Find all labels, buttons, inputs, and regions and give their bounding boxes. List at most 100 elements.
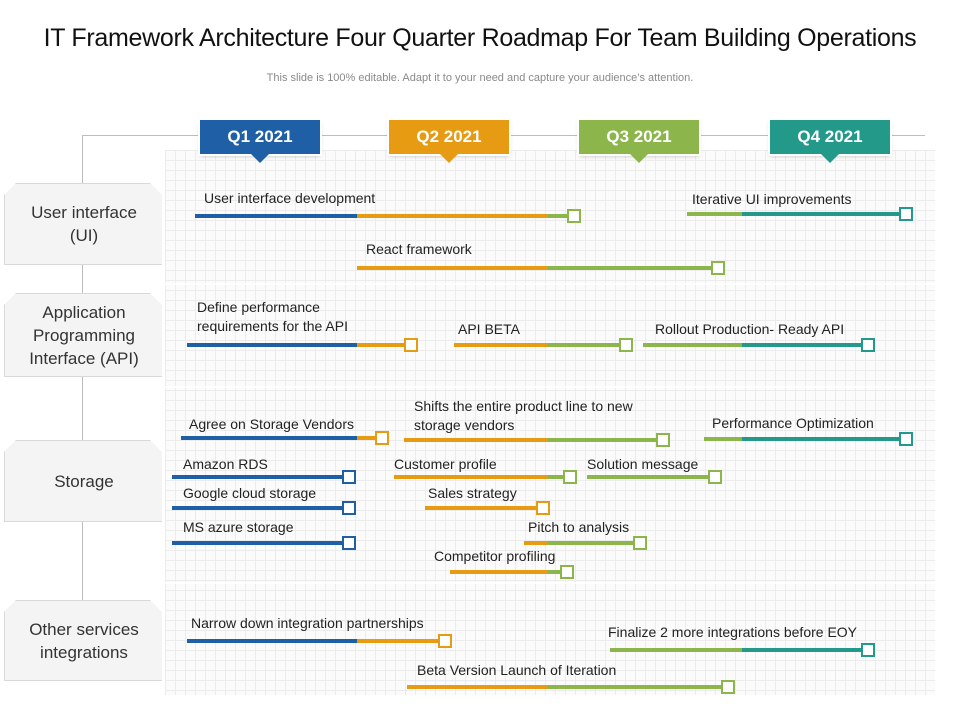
milestone-end-marker (342, 536, 356, 550)
task-bar (394, 470, 577, 484)
task-bar-segment (742, 648, 868, 652)
task-bar (357, 261, 725, 275)
task-label: Amazon RDS (183, 456, 268, 472)
milestone-end-marker (861, 338, 875, 352)
task-label: Beta Version Launch of Iteration (417, 662, 617, 678)
milestone-end-marker (861, 643, 875, 657)
task-bar-segment (357, 343, 411, 347)
band-separator (165, 386, 935, 388)
task-bar-segment (187, 639, 357, 643)
page-subtitle: This slide is 100% editable. Adapt it to… (266, 72, 694, 84)
task-label: Google cloud storage (183, 485, 317, 501)
task-bar (425, 501, 550, 515)
task-bar-segment (548, 438, 663, 442)
task-bar (195, 209, 581, 223)
task-bar-segment (548, 214, 574, 218)
task-bar-segment (742, 437, 906, 441)
milestone-end-marker (375, 431, 389, 445)
task-bar-segment (172, 475, 349, 479)
task-bar-segment (742, 212, 906, 216)
milestone-end-marker (619, 338, 633, 352)
task-bar (172, 470, 356, 484)
milestone-end-marker (342, 470, 356, 484)
milestone-end-marker (536, 501, 550, 515)
task-bar-segment (394, 475, 548, 479)
category-label: Storage (54, 471, 114, 491)
task-bar-segment (450, 570, 548, 574)
task-bar (181, 431, 389, 445)
task-bar-segment (742, 343, 868, 347)
quarter-label-4: Q4 2021 (770, 120, 890, 163)
task-bar-segment (195, 214, 357, 218)
task-bar (610, 643, 875, 657)
task-bar-segment (548, 685, 728, 689)
task-label: User interface development (204, 190, 376, 206)
task-bar-segment (357, 436, 382, 440)
milestone-end-marker (721, 680, 735, 694)
task-bar-segment (172, 541, 349, 545)
milestone-end-marker (560, 565, 574, 579)
task-bar (187, 634, 452, 648)
task-bar (587, 470, 722, 484)
category-box-1: User interface(UI) (4, 183, 162, 265)
task-bar (450, 565, 574, 579)
milestone-end-marker (708, 470, 722, 484)
milestone-end-marker (633, 536, 647, 550)
band-separator (165, 283, 935, 285)
milestone-end-marker (438, 634, 452, 648)
task-label: Narrow down integration partnerships (191, 615, 424, 631)
page-title: IT Framework Architecture Four Quarter R… (43, 24, 917, 52)
task-bar-segment (704, 437, 742, 441)
timeline-grid (165, 150, 935, 695)
task-bar (687, 207, 913, 221)
task-bar-segment (587, 475, 715, 479)
task-label: MS azure storage (183, 519, 294, 535)
task-bar-segment (643, 343, 742, 347)
task-bar-segment (548, 343, 626, 347)
task-bar (172, 536, 356, 550)
task-label: Solution message (587, 456, 699, 472)
task-bar-segment (357, 214, 548, 218)
task-bar-segment (687, 212, 742, 216)
milestone-end-marker (404, 338, 418, 352)
task-bar (643, 338, 875, 352)
task-bar-segment (172, 506, 349, 510)
task-bar-segment (357, 639, 445, 643)
task-bar-segment (187, 343, 357, 347)
milestone-end-marker (711, 261, 725, 275)
task-label: React framework (366, 241, 472, 257)
task-bar-segment (610, 648, 742, 652)
task-label: Finalize 2 more integrations before EOY (608, 624, 858, 640)
category-box-3: Storage (4, 440, 162, 522)
task-bar-segment (357, 266, 548, 270)
task-label: Performance Optimization (712, 415, 874, 431)
task-label: Iterative UI improvements (692, 191, 852, 207)
task-bar-segment (454, 343, 548, 347)
task-label: Customer profile (394, 456, 497, 472)
quarter-label-2: Q2 2021 (389, 120, 509, 163)
milestone-end-marker (899, 432, 913, 446)
milestone-end-marker (563, 470, 577, 484)
milestone-end-marker (899, 207, 913, 221)
task-bar-segment (548, 475, 570, 479)
task-label: Competitor profiling (434, 548, 556, 564)
task-bar-segment (548, 541, 640, 545)
task-bar-segment (404, 438, 548, 442)
task-bar-segment (548, 266, 718, 270)
task-bar (404, 433, 670, 447)
task-bar (172, 501, 356, 515)
task-bar (407, 680, 735, 694)
quarter-label-1: Q1 2021 (200, 120, 320, 163)
quarter-label-3: Q3 2021 (579, 120, 699, 163)
task-bar (454, 338, 633, 352)
category-connector-line (82, 135, 83, 680)
band-separator (165, 582, 935, 584)
task-bar-segment (181, 436, 357, 440)
task-label: API BETA (458, 321, 520, 337)
task-label: Rollout Production- Ready API (655, 321, 845, 337)
